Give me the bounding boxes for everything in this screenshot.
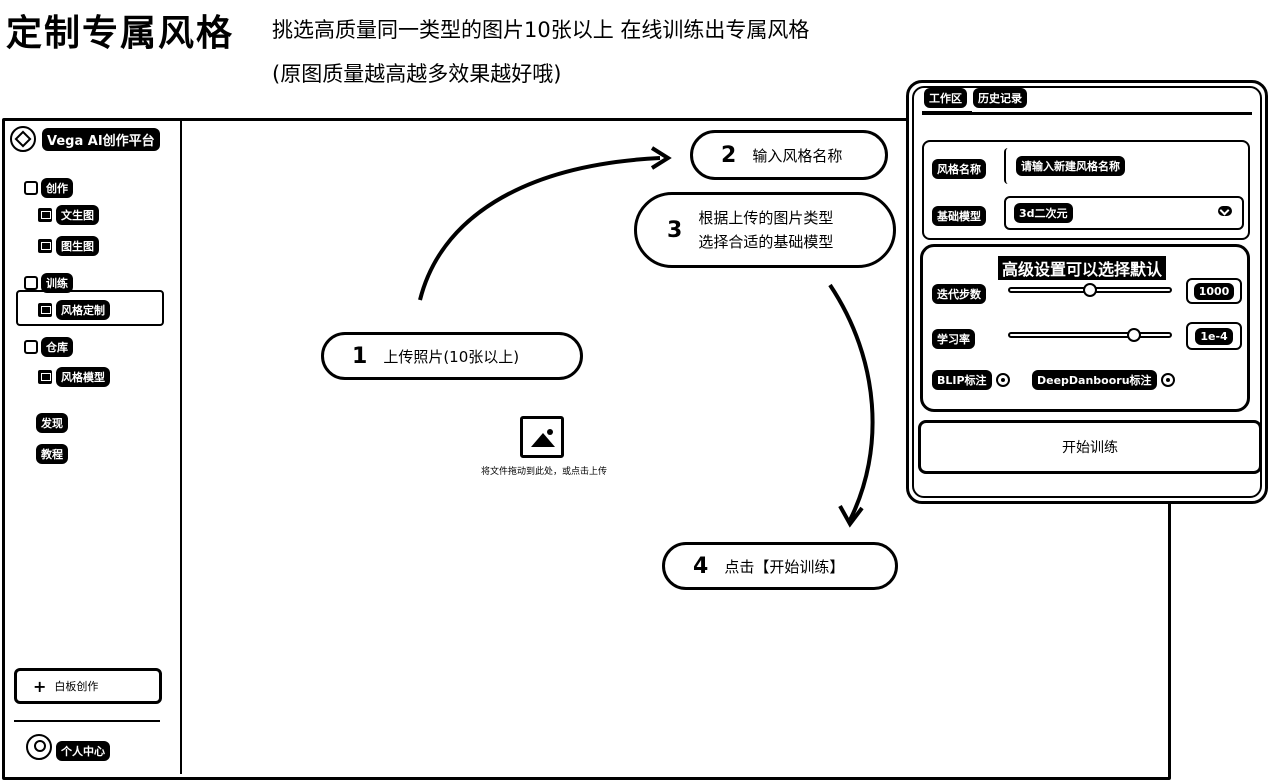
step-label: 上传照片(10张以上) <box>383 347 520 366</box>
iter-steps-label-text: 迭代步数 <box>932 284 986 304</box>
sidebar-section-label: 创作 <box>41 178 73 198</box>
sidebar-item-style-custom[interactable]: 风格定制 <box>38 300 110 320</box>
step-label: 根据上传的图片类型 选择合适的基础模型 <box>698 206 833 254</box>
page-title: 定制专属风格 <box>6 13 235 54</box>
style-model-icon <box>38 370 52 384</box>
text-to-image-icon <box>38 208 52 222</box>
sidebar-section-create: 创作 <box>24 178 73 198</box>
base-model-select[interactable]: 3d二次元 <box>1004 196 1244 230</box>
iter-steps-slider-handle[interactable] <box>1083 283 1097 297</box>
chevron-down-icon <box>1218 206 1232 216</box>
create-section-icon <box>24 181 38 195</box>
deepdanbooru-label: DeepDanbooru标注 <box>1032 370 1157 390</box>
upload-hint[interactable]: 将文件拖动到此处，或点击上传 <box>480 467 607 477</box>
step-number: 4 <box>693 553 709 579</box>
learning-rate-input[interactable]: 1e-4 <box>1186 322 1242 350</box>
step-number: 3 <box>667 217 683 243</box>
plus-icon: + <box>33 676 47 696</box>
sidebar-item-image-to-image[interactable]: 图生图 <box>38 236 99 256</box>
step-4-callout: 4 点击【开始训练】 <box>662 542 898 590</box>
step-label: 点击【开始训练】 <box>724 557 845 576</box>
style-name-placeholder: 请输入新建风格名称 <box>1016 156 1125 176</box>
blip-annotation-option[interactable]: BLIP标注 <box>932 370 1010 390</box>
image-to-image-icon <box>38 239 52 253</box>
step-number: 1 <box>352 343 368 369</box>
sidebar-item-tutorial[interactable]: 教程 <box>36 443 68 464</box>
step-label-line2: 选择合适的基础模型 <box>698 233 834 251</box>
learning-rate-value: 1e-4 <box>1195 327 1233 345</box>
iter-steps-value: 1000 <box>1193 282 1235 300</box>
app-name: Vega AI创作平台 <box>42 127 160 151</box>
sidebar-item-label: 教程 <box>36 444 68 464</box>
logo-icon <box>10 126 36 152</box>
step-1-callout: 1 上传照片(10张以上) <box>321 332 583 380</box>
sidebar-section-warehouse: 仓库 <box>24 337 73 357</box>
blip-label: BLIP标注 <box>932 370 992 390</box>
sidebar-item-label: 文生图 <box>56 205 99 225</box>
user-center-label: 个人中心 <box>56 741 110 761</box>
sidebar-item-text-to-image[interactable]: 文生图 <box>38 205 99 225</box>
style-name-input[interactable]: 请输入新建风格名称 <box>1004 148 1244 184</box>
basic-settings-box <box>922 140 1250 240</box>
page-subtitle: 挑选高质量同一类型的图片10张以上 在线训练出专属风格 <box>272 18 810 42</box>
user-center-link[interactable]: 个人中心 <box>56 740 110 761</box>
iter-steps-input[interactable]: 1000 <box>1186 278 1242 304</box>
train-section-icon <box>24 276 38 290</box>
sidebar-item-label: 风格定制 <box>56 300 110 320</box>
sidebar-section-train: 训练 <box>24 273 73 293</box>
tab-workspace[interactable]: 工作区 <box>924 88 967 108</box>
learning-rate-slider[interactable] <box>1008 332 1172 338</box>
tab-history[interactable]: 历史记录 <box>973 88 1027 108</box>
sidebar-item-label: 风格模型 <box>56 367 110 387</box>
start-training-button[interactable]: 开始训练 <box>918 420 1262 474</box>
step-label-line1: 根据上传的图片类型 <box>698 209 834 227</box>
step-label: 输入风格名称 <box>752 146 843 165</box>
sidebar-item-label: 发现 <box>36 413 68 433</box>
learning-rate-label: 学习率 <box>932 328 975 349</box>
sidebar-item-discover[interactable]: 发现 <box>36 412 68 433</box>
style-custom-icon <box>38 303 52 317</box>
iter-steps-label: 迭代步数 <box>932 283 986 304</box>
whiteboard-create-button[interactable]: + 白板创作 <box>14 668 162 704</box>
step-number: 2 <box>721 142 737 168</box>
step-3-callout: 3 根据上传的图片类型 选择合适的基础模型 <box>634 192 896 268</box>
step-2-callout: 2 输入风格名称 <box>690 130 888 180</box>
panel-tabs: 工作区 历史记录 <box>924 88 1027 108</box>
sidebar-divider <box>14 720 160 722</box>
style-name-label: 风格名称 <box>932 158 986 179</box>
deepdanbooru-radio[interactable] <box>1160 373 1175 387</box>
sidebar-section-label: 仓库 <box>41 337 73 357</box>
tab-divider-gap <box>972 110 1252 112</box>
deepdanbooru-annotation-option[interactable]: DeepDanbooru标注 <box>1032 370 1175 390</box>
advanced-settings-title: 高级设置可以选择默认 <box>998 256 1167 280</box>
app-logo[interactable]: Vega AI创作平台 <box>10 126 160 152</box>
base-model-label-text: 基础模型 <box>932 206 986 226</box>
base-model-value: 3d二次元 <box>1014 203 1073 223</box>
sidebar-section-label: 训练 <box>41 273 73 293</box>
tab-divider <box>922 111 1252 115</box>
sidebar-item-active-frame <box>16 290 164 326</box>
style-name-label-text: 风格名称 <box>932 159 986 179</box>
sidebar-item-style-model[interactable]: 风格模型 <box>38 367 110 387</box>
training-panel-inner <box>912 86 1262 498</box>
sidebar-item-label: 图生图 <box>56 236 99 256</box>
advanced-settings-box <box>920 244 1250 412</box>
base-model-label: 基础模型 <box>932 205 986 226</box>
whiteboard-label: 白板创作 <box>54 680 99 693</box>
learning-rate-label-text: 学习率 <box>932 329 975 349</box>
page-subtitle-note: (原图质量越高越多效果越好哦) <box>272 62 562 86</box>
sidebar <box>2 118 182 774</box>
blip-radio[interactable] <box>995 373 1010 387</box>
learning-rate-slider-handle[interactable] <box>1127 328 1142 342</box>
image-upload-icon[interactable] <box>520 416 564 458</box>
warehouse-section-icon <box>24 340 38 354</box>
user-avatar-icon[interactable] <box>26 734 52 760</box>
